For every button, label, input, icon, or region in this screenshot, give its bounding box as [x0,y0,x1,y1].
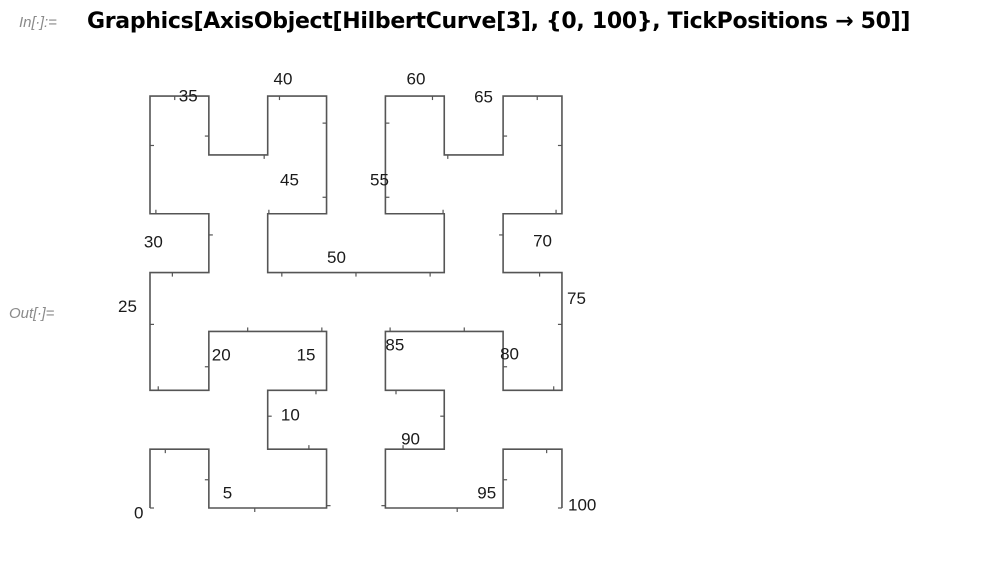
tick-label-100: 100 [568,495,596,514]
tick-label-15: 15 [297,345,316,364]
tick-label-55: 55 [370,170,389,189]
tick-label-25: 25 [118,297,137,316]
tick-label-60: 60 [407,70,426,89]
tick-label-40: 40 [274,70,293,89]
tick-label-95: 95 [477,483,496,502]
tick-label-70: 70 [533,231,552,250]
tick-label-65: 65 [474,87,493,106]
tick-label-75: 75 [567,289,586,308]
tick-label-0: 0 [134,503,143,522]
tick-label-30: 30 [144,232,163,251]
tick-label-45: 45 [280,170,299,189]
tick-label-50: 50 [327,248,346,267]
tick-label-10: 10 [281,406,300,425]
tick-label-80: 80 [500,344,519,363]
tick-label-5: 5 [223,483,232,502]
tick-label-85: 85 [385,335,404,354]
input-code[interactable]: Graphics[AxisObject[HilbertCurve[3], {0,… [87,9,911,34]
output-cell-label: Out[∙]= [9,305,55,322]
tick-label-35: 35 [179,86,198,105]
tick-label-20: 20 [212,345,231,364]
tick-label-90: 90 [401,430,420,449]
input-cell-label: In[∙]:= [19,14,57,31]
hilbert-curve-line [149,95,563,509]
